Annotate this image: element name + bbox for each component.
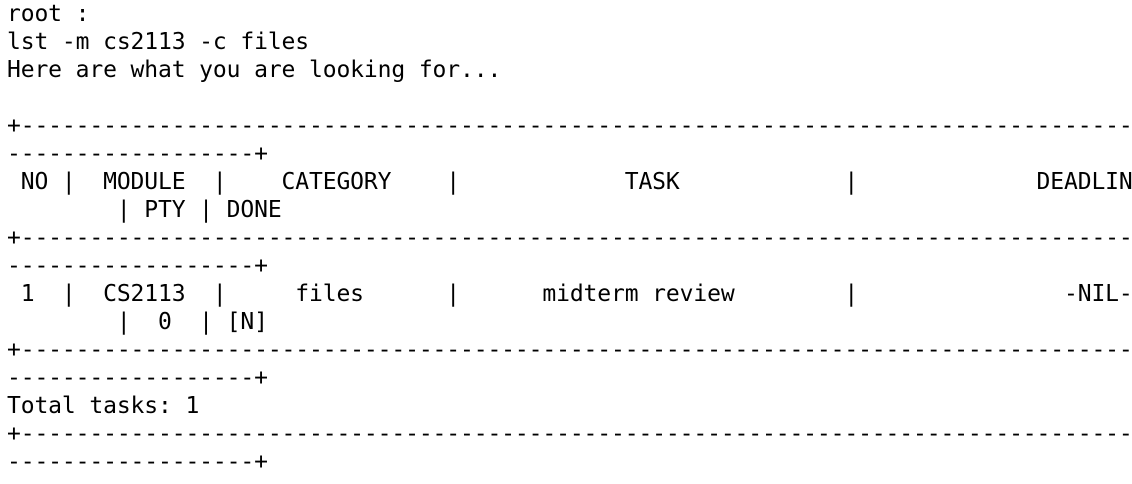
table-border-mid: +---------------------------------------…: [7, 225, 1132, 251]
output-message: Here are what you are looking for...: [7, 57, 502, 83]
blank-line: [7, 84, 1132, 112]
table-border-mid-wrap: ------------------+: [7, 253, 268, 279]
prompt-line: root :: [7, 1, 90, 27]
total-tasks: Total tasks: 1: [7, 393, 200, 419]
table-row: 1 | CS2113 | files | midterm review | -N…: [7, 281, 1132, 307]
final-border: +---------------------------------------…: [7, 421, 1132, 447]
table-header-wrap: | PTY | DONE: [7, 197, 282, 223]
table-header: NO | MODULE | CATEGORY | TASK | DEADLINE: [7, 169, 1132, 195]
table-border-bottom: +---------------------------------------…: [7, 337, 1132, 363]
table-border-top: +---------------------------------------…: [7, 113, 1132, 139]
table-row-wrap: | 0 | [N]: [7, 309, 268, 335]
command-line: lst -m cs2113 -c files: [7, 29, 309, 55]
table-border-bottom-wrap: ------------------+: [7, 365, 268, 391]
final-border-wrap: ------------------+: [7, 449, 268, 475]
table-border-top-wrap: ------------------+: [7, 141, 268, 167]
